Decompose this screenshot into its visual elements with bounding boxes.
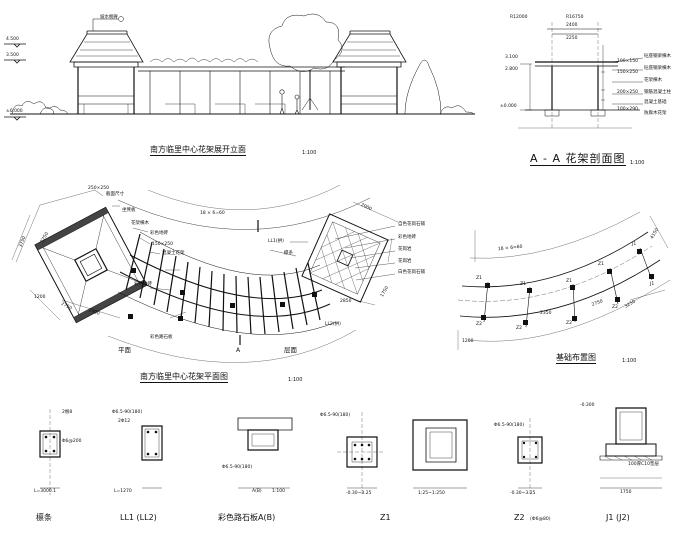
foundation-dim: 2350 — [540, 311, 552, 316]
detail-rebar: Φ6@200 — [62, 439, 82, 444]
plan-note: 彩色地砖 — [398, 235, 416, 240]
column-tag: Z1 — [566, 279, 572, 284]
column-tag: J1 — [632, 242, 637, 247]
plan-side-label: 层面 — [284, 346, 297, 354]
detail-rebar: Φ6.5-90(180) — [112, 410, 143, 415]
detail-title-z1: Z1 — [380, 513, 391, 522]
plan-note: 白色花岗石铺 — [398, 270, 425, 275]
detail-note: 1:100 — [272, 489, 285, 494]
detail-note: 2Φ12 — [118, 419, 131, 424]
column-tag: Z1 — [476, 276, 482, 281]
column-tag: J1 — [650, 282, 655, 287]
detail-note: 2根8 — [62, 410, 73, 415]
detail-title-lintiao: 檩条 — [36, 513, 52, 522]
radius-label: R12000 — [510, 15, 528, 20]
detail-note: (Ф6@80) — [530, 517, 551, 522]
section-aa-view — [518, 22, 643, 130]
plan-note: 250×250 — [88, 186, 109, 191]
level-label: ±0.000 — [6, 109, 23, 114]
section-aa-title: A - A 花架剖面图 — [530, 152, 626, 166]
plan-dim: 2850 — [340, 299, 352, 304]
callout-note: 混凝土基础 — [644, 100, 667, 105]
callout-note: 砼座钢梁横木 — [644, 54, 671, 59]
plan-dim: 1200 — [34, 295, 46, 300]
dim-label: 100×150 — [617, 59, 638, 64]
plan-note: 混凝土花架 — [162, 251, 185, 256]
plan-note: 截面尺寸 — [106, 192, 124, 197]
plan-view — [12, 185, 398, 363]
detail-note: 1:25~1:250 — [418, 491, 445, 496]
detail-note: -0.300 — [580, 403, 595, 408]
foundation-plan-view — [458, 212, 670, 350]
plan-note: 彩色地砖 — [134, 282, 152, 287]
radius-label: R16750 — [566, 15, 584, 20]
detail-rebar: 100厚C10垫层 — [628, 462, 659, 467]
arc-note: 18 × 6=60 — [200, 211, 225, 216]
level-label: 4.500 — [6, 37, 19, 42]
section-aa-scale: 1:100 — [630, 160, 645, 166]
detail-spec: L=1270 — [114, 489, 132, 494]
plan-note: 彩色路石板 — [150, 335, 173, 340]
plan-title: 南方临里中心花架平面图 — [140, 372, 228, 383]
level-label: 2.800 — [505, 67, 518, 72]
column-tag: Z2 — [476, 322, 482, 327]
dim-label: 150×250 — [617, 70, 638, 75]
plan-note: 檩条 — [284, 251, 293, 256]
detail-title-z2: Z2 — [514, 513, 525, 522]
callout-note: 砼座钢梁横木 — [644, 66, 671, 71]
plan-note: 花架横木 — [131, 221, 149, 226]
detail-spec: -0.30~3.25 — [510, 491, 536, 496]
detail-rebar: Φ6.5-90(180) — [222, 465, 253, 470]
elevation-top-note: 坡水桐脊 — [100, 15, 118, 20]
dim-label: 2250 — [566, 36, 578, 41]
level-label: 3.500 — [6, 53, 19, 58]
elevation-view — [4, 14, 475, 120]
plan-note: 自色花岗石铺 — [398, 222, 425, 227]
detail-title-j1: J1 (J2) — [606, 513, 630, 522]
column-tag: Z1 — [520, 282, 526, 287]
detail-title-ll1: LL1 (LL2) — [120, 513, 157, 522]
detail-title-paving: 彩色路石板A(B) — [218, 513, 276, 522]
detail-sections — [40, 408, 662, 495]
foundation-dim: 1200 — [462, 339, 474, 344]
plan-note: LL1(拱) — [268, 239, 284, 244]
detail-spec: 1750 — [620, 490, 632, 495]
detail-spec: L=3000.1 — [34, 489, 57, 494]
dim-label: 200×250 — [617, 90, 638, 95]
elevation-scale: 1:100 — [302, 150, 317, 156]
detail-spec: A(B) — [252, 489, 262, 494]
dim-label: 2400 — [566, 23, 578, 28]
detail-rebar: Φ6.5-90(180) — [494, 423, 525, 428]
plan-note: LL2(拱) — [325, 322, 341, 327]
foundation-scale: 1:100 — [622, 358, 637, 364]
callout-note: 防腐木花架 — [644, 111, 667, 116]
plan-note: 花岗岩 — [398, 259, 412, 264]
level-label: 3.100 — [505, 55, 518, 60]
column-tag: Z1 — [598, 262, 604, 267]
detail-rebar: Φ6.5-90(180) — [320, 413, 351, 418]
plan-note: 彩色地砖 — [150, 231, 168, 236]
section-mark-a: A — [236, 347, 241, 354]
plan-note: 花岗岩 — [398, 247, 412, 252]
detail-spec: -0.30~3.25 — [346, 491, 372, 496]
plan-note: 150×250 — [152, 242, 173, 247]
column-tag: Z2 — [612, 305, 618, 310]
plan-note: 坐凳板 — [122, 208, 136, 213]
plan-scale: 1:100 — [288, 377, 303, 383]
level-label: ±0.000 — [500, 104, 517, 109]
foundation-title: 基础布置图 — [556, 353, 596, 364]
dim-label: 100×290 — [617, 107, 638, 112]
column-tag: Z2 — [516, 326, 522, 331]
callout-note: 花架横木 — [644, 78, 662, 83]
column-tag: Z2 — [566, 321, 572, 326]
elevation-title: 南方临里中心花架展开立面 — [150, 145, 246, 156]
callout-note: 钢筋混凝土柱 — [644, 90, 671, 95]
plan-side-label: 平面 — [118, 346, 131, 354]
